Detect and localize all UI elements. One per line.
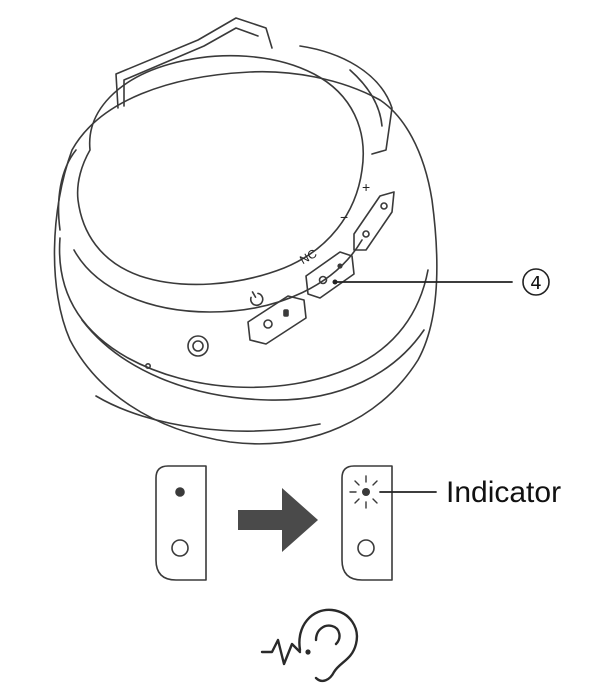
volume-plus-label: + [362, 179, 370, 195]
ambient-sound-ear-icon [260, 608, 359, 683]
indicator-label: Indicator [446, 476, 561, 509]
callout-number: 4 [530, 273, 541, 294]
nc-button[interactable] [305, 251, 355, 299]
button-after [341, 465, 437, 581]
earcup-outer-plate [76, 54, 364, 286]
indicator-off [175, 487, 185, 497]
headphone-earcup [53, 17, 438, 445]
power-button[interactable] [247, 295, 307, 345]
power-icon [249, 291, 264, 307]
nc-led [337, 263, 343, 269]
headphone-jack [187, 335, 209, 357]
earcup-housing [53, 70, 438, 445]
callout-circle [522, 268, 550, 296]
volume-rocker[interactable] [353, 191, 395, 251]
power-led [283, 309, 289, 317]
indicator-glow-icon [349, 475, 378, 509]
button-hole [171, 539, 189, 557]
headband-slider [115, 17, 273, 109]
volume-minus-label: − [340, 209, 348, 225]
earcup-controls: NC − + [145, 179, 395, 369]
button-before [155, 465, 207, 581]
earcup-yoke [299, 45, 393, 155]
microphone-hole [145, 362, 152, 369]
button-hole [357, 539, 375, 557]
callout-4: 4 [332, 268, 550, 296]
arrow-right-icon [238, 488, 318, 552]
